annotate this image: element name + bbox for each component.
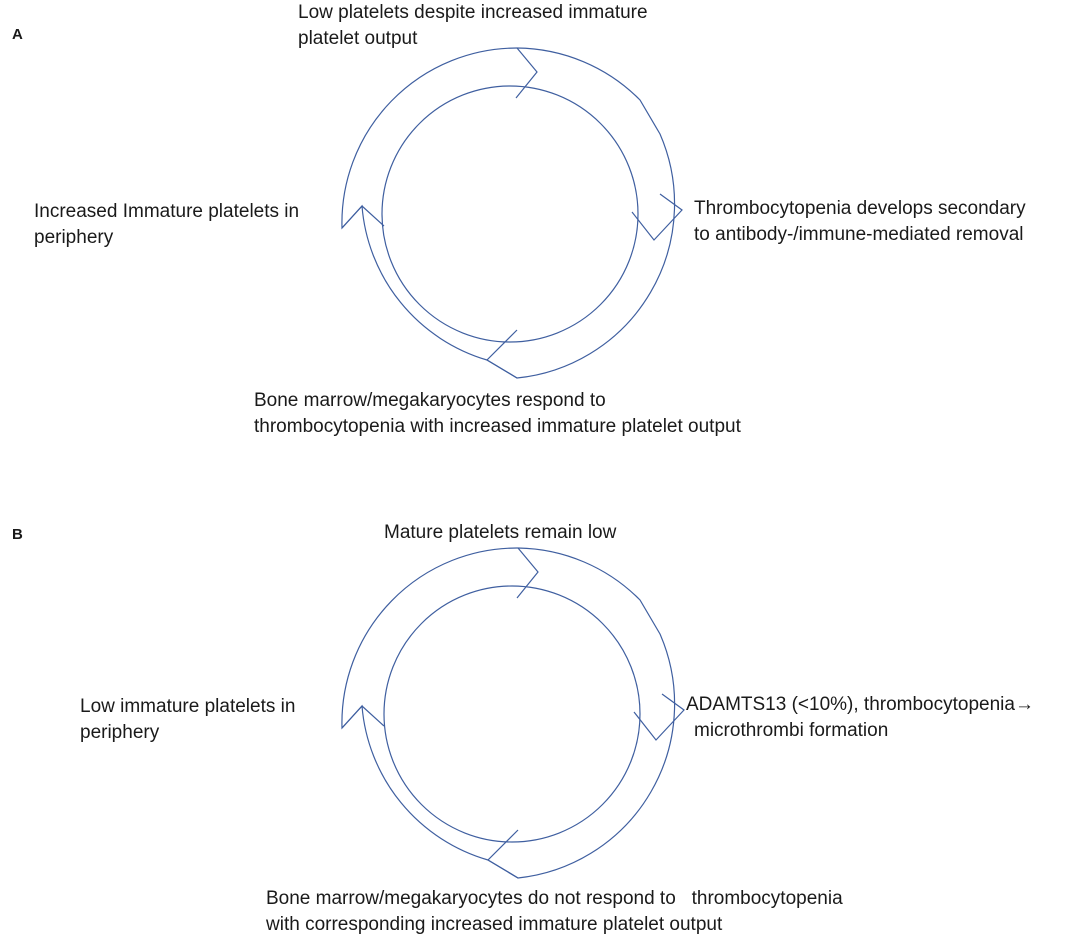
arrow-head-left — [341, 205, 385, 229]
panel-b: B Mature platelets remain low ADAMTS13 (… — [0, 470, 1084, 937]
arrow-head-right — [631, 193, 683, 241]
cycle-label-left: Low immature platelets in periphery — [80, 696, 296, 743]
panel-letter: B — [12, 526, 23, 543]
arrow-head-left — [341, 705, 385, 729]
cycle-label-right: Thrombocytopenia develops secondary to a… — [694, 198, 1026, 245]
cycle-arrow-diagram — [341, 47, 683, 379]
cycle-label-top: Mature platelets remain low — [384, 522, 617, 543]
arrow-head-top — [516, 547, 539, 599]
inner-ring — [383, 585, 641, 843]
arrow-head-bottom — [487, 829, 519, 879]
arrow-head-right — [633, 693, 685, 741]
arrow-head-bottom — [486, 329, 518, 379]
outer-ring-segment — [341, 47, 676, 379]
inner-ring — [381, 85, 639, 343]
panel-a: A Low platelets despite increased immatu… — [12, 2, 1026, 437]
arrow-head-top — [515, 47, 538, 99]
cycle-label-right: ADAMTS13 (<10%), thrombocytopenia→ micro… — [686, 694, 1034, 741]
cycle-label-top: Low platelets despite increased immature… — [298, 2, 648, 49]
panel-letter: A — [12, 26, 23, 43]
outer-ring-segment — [341, 547, 676, 879]
cycle-label-bottom: Bone marrow/megakaryocytes respond to th… — [254, 390, 741, 437]
cycle-label-bottom: Bone marrow/megakaryocytes do not respon… — [266, 888, 843, 935]
cycle-label-left: Increased Immature platelets in peripher… — [34, 201, 300, 248]
cycle-arrow-diagram — [341, 547, 685, 879]
